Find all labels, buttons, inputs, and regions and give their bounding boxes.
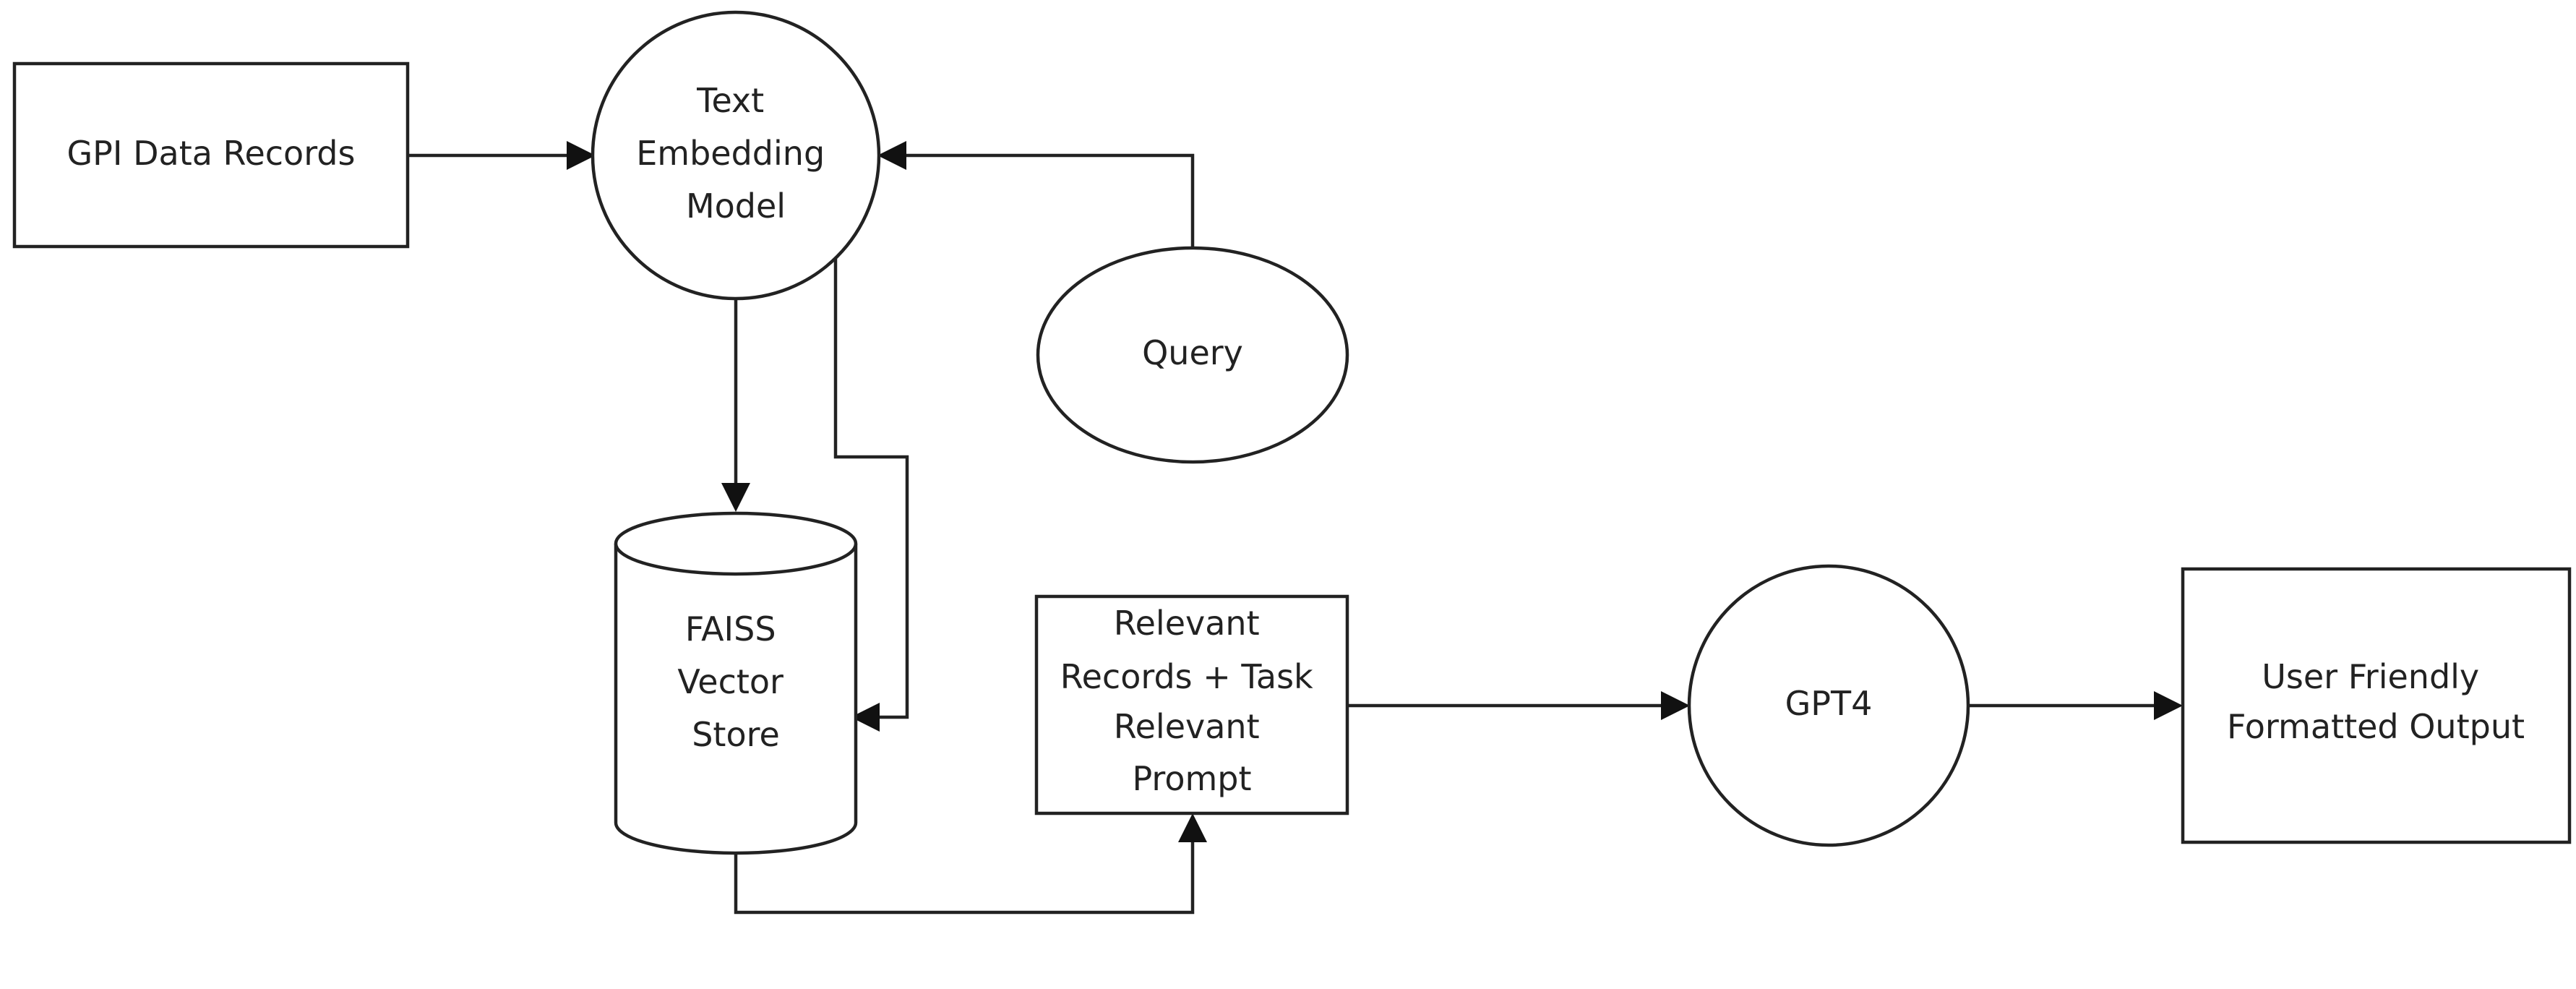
gpt4-label: GPT4	[1785, 684, 1873, 723]
gpt4-circle	[1687, 564, 1970, 847]
faiss-vector-store-label: FAISS Vector Store	[677, 609, 794, 754]
connectors	[408, 141, 2183, 915]
gpi-data-records-box	[12, 61, 410, 249]
relevant-records-prompt-box	[1034, 594, 1349, 815]
node-text-embedding-model: Text Embedding Model	[591, 10, 881, 301]
user-friendly-output-label: User Friendly Formatted Output	[2227, 657, 2525, 746]
query-label: Query	[1142, 333, 1243, 372]
arrowhead-faiss-top	[721, 483, 750, 512]
node-relevant-records-prompt: Relevant Records + Task Relevant Prompt	[1034, 594, 1349, 815]
edge-query-to-embedding	[906, 153, 1195, 248]
arrowhead-embedding-right	[877, 141, 906, 170]
text-embedding-model-circle	[591, 10, 881, 301]
user-friendly-output-box	[2181, 567, 2572, 844]
node-query: Query	[1036, 246, 1349, 464]
node-gpt4: GPT4	[1687, 564, 1970, 847]
faiss-cylinder-top	[614, 511, 858, 576]
node-gpi-data-records: GPI Data Records	[12, 61, 410, 249]
edge-embedding-to-faiss-side	[833, 256, 909, 719]
arrowhead-output-left	[2154, 691, 2183, 720]
edge-faiss-to-prompt	[734, 842, 1195, 915]
node-faiss-vector-store: FAISS Vector Store	[614, 511, 858, 855]
faiss-cylinder-body	[614, 544, 858, 855]
arrowhead-embedding-left	[567, 141, 596, 170]
query-ellipse	[1036, 246, 1349, 464]
relevant-records-prompt-label: Relevant Records + Task Relevant Prompt	[1060, 604, 1324, 798]
node-user-friendly-output: User Friendly Formatted Output	[2181, 567, 2572, 844]
text-embedding-model-label: Text Embedding Model	[636, 81, 836, 226]
arrowhead-gpt4-left	[1661, 691, 1690, 720]
arrowhead-faiss-right	[851, 703, 880, 732]
gpi-data-records-label: GPI Data Records	[67, 134, 356, 173]
arrowhead-prompt-bottom	[1178, 813, 1207, 842]
